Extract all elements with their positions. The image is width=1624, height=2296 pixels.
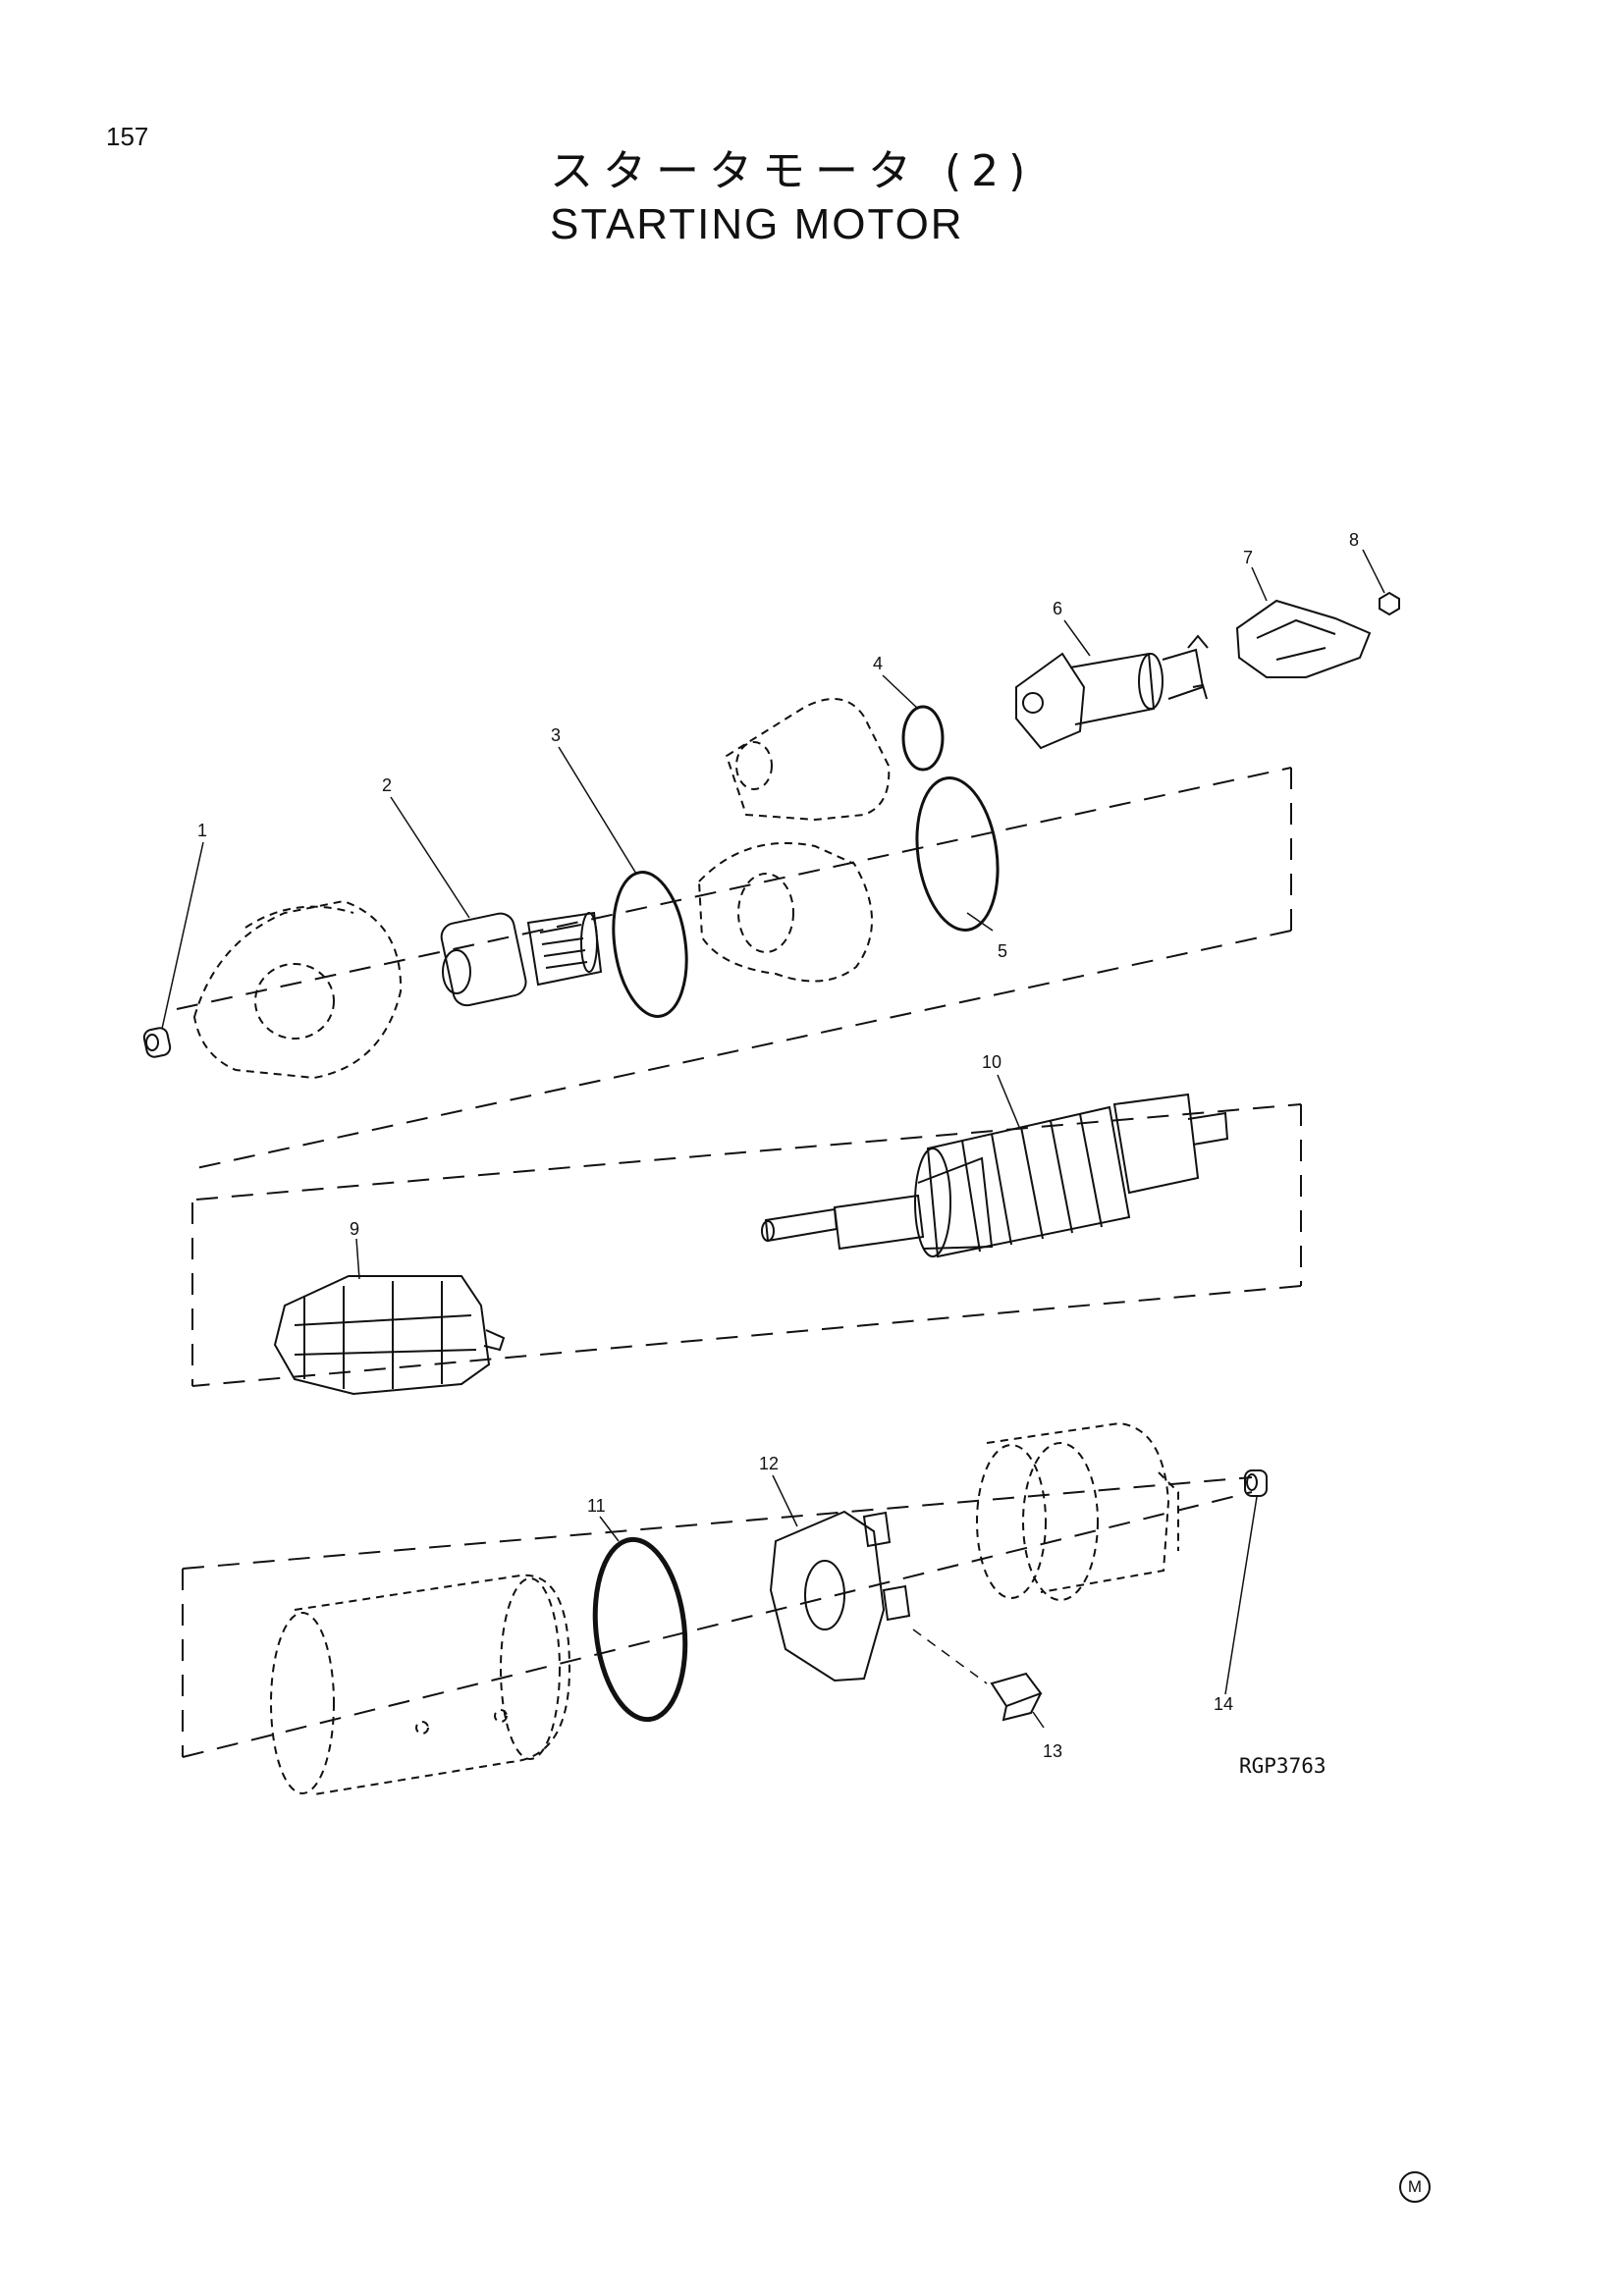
part-8-nut — [1379, 591, 1400, 616]
callout-8: 8 — [1349, 530, 1359, 550]
footer-m-mark: M — [1399, 2171, 1431, 2203]
callout-14: 14 — [1214, 1694, 1233, 1714]
callout-2: 2 — [382, 775, 392, 795]
rear-yoke — [270, 1574, 571, 1795]
callout-5: 5 — [998, 941, 1007, 961]
part-5-ring — [915, 776, 1000, 932]
callout-10: 10 — [982, 1052, 1001, 1072]
title-japanese: スタータモータ (2) — [550, 146, 1036, 196]
part-6-solenoid — [1015, 634, 1209, 750]
part-1-plug — [142, 1027, 172, 1058]
page-number: 157 — [106, 122, 149, 151]
callout-labels: 1 2 3 4 5 6 7 8 9 10 11 12 13 14 RGP3763 — [197, 530, 1359, 1778]
reference-code: RGP3763 — [1239, 1754, 1326, 1778]
part-7-cover — [1235, 599, 1372, 678]
part-14-plug — [1244, 1469, 1268, 1497]
rear-end-cover — [976, 1421, 1179, 1601]
callout-11: 11 — [587, 1496, 606, 1516]
part-13-brush — [990, 1672, 1043, 1722]
title-english: STARTING MOTOR — [550, 200, 964, 248]
front-housing — [192, 899, 403, 1080]
title-block: スタータモータ (2) STARTING MOTOR — [550, 145, 1100, 251]
part-2-pinion — [440, 911, 603, 1007]
callout-1: 1 — [197, 821, 207, 840]
part-9-field-coil — [273, 1275, 506, 1396]
mid-housing — [697, 698, 891, 983]
callout-6: 6 — [1053, 599, 1062, 618]
part-12-brush-holder — [769, 1510, 911, 1682]
callout-9: 9 — [350, 1219, 359, 1239]
part-11-ring — [592, 1536, 688, 1723]
callout-4: 4 — [873, 654, 883, 673]
leader-lines — [161, 549, 1385, 1729]
part-10-armature — [761, 1093, 1229, 1258]
callout-13: 13 — [1043, 1741, 1062, 1761]
callout-3: 3 — [551, 725, 561, 745]
callout-12: 12 — [759, 1454, 779, 1473]
part-3-ring — [612, 871, 688, 1018]
callout-7: 7 — [1243, 548, 1253, 567]
part-4-ring — [901, 705, 945, 772]
